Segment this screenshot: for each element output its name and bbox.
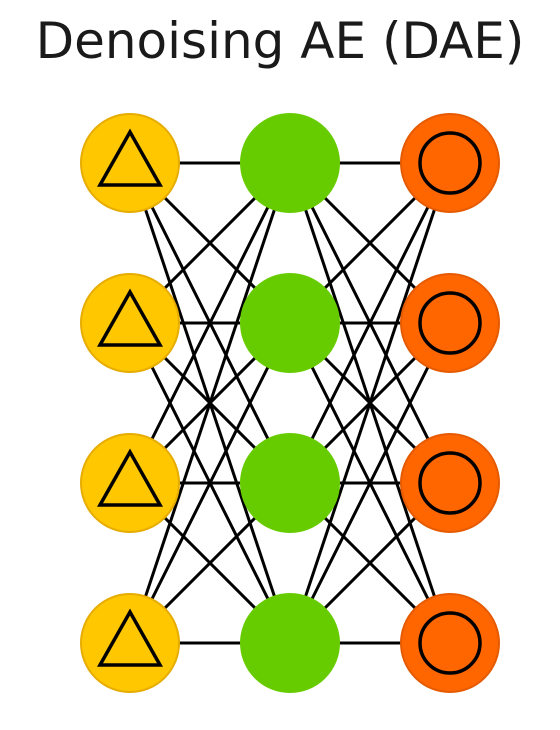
- triangle-icon: [96, 288, 164, 347]
- hidden-node-circle: [240, 113, 340, 213]
- output-node-3: [400, 433, 500, 533]
- hidden-node-circle: [240, 593, 340, 693]
- input-node-circle: [80, 273, 180, 373]
- input-node-3: [80, 433, 180, 533]
- input-node-4: [80, 593, 180, 693]
- input-node-circle: [80, 593, 180, 693]
- output-node-circle: [400, 433, 500, 533]
- hidden-node-1: [240, 113, 340, 213]
- edge-input-3-to-hidden-1: [128, 161, 292, 485]
- connection-edges: [128, 161, 452, 645]
- triangle-icon: [96, 448, 164, 507]
- edge-hidden-4-to-output-1: [288, 161, 452, 645]
- output-node-circle: [400, 113, 500, 213]
- hidden-node-circle: [240, 433, 340, 533]
- input-node-2: [80, 273, 180, 373]
- triangle-icon: [96, 608, 164, 667]
- triangle-icon: [96, 128, 164, 187]
- edge-hidden-3-to-output-1: [288, 161, 452, 485]
- output-node-1: [400, 113, 500, 213]
- circle-icon: [418, 131, 482, 195]
- edge-input-4-to-hidden-1: [128, 161, 292, 645]
- hidden-node-2: [240, 273, 340, 373]
- output-node-4: [400, 593, 500, 693]
- circle-icon: [418, 611, 482, 675]
- diagram-title: Denoising AE (DAE): [35, 12, 525, 70]
- network-nodes: [80, 113, 500, 693]
- output-node-circle: [400, 593, 500, 693]
- input-node-1: [80, 113, 180, 213]
- hidden-node-circle: [240, 273, 340, 373]
- hidden-node-4: [240, 593, 340, 693]
- output-node-2: [400, 273, 500, 373]
- edge-hidden-4-to-output-2: [288, 321, 452, 645]
- input-node-circle: [80, 433, 180, 533]
- hidden-node-3: [240, 433, 340, 533]
- input-node-circle: [80, 113, 180, 213]
- edge-input-4-to-hidden-2: [128, 321, 292, 645]
- circle-icon: [418, 291, 482, 355]
- output-node-circle: [400, 273, 500, 373]
- circle-icon: [418, 451, 482, 515]
